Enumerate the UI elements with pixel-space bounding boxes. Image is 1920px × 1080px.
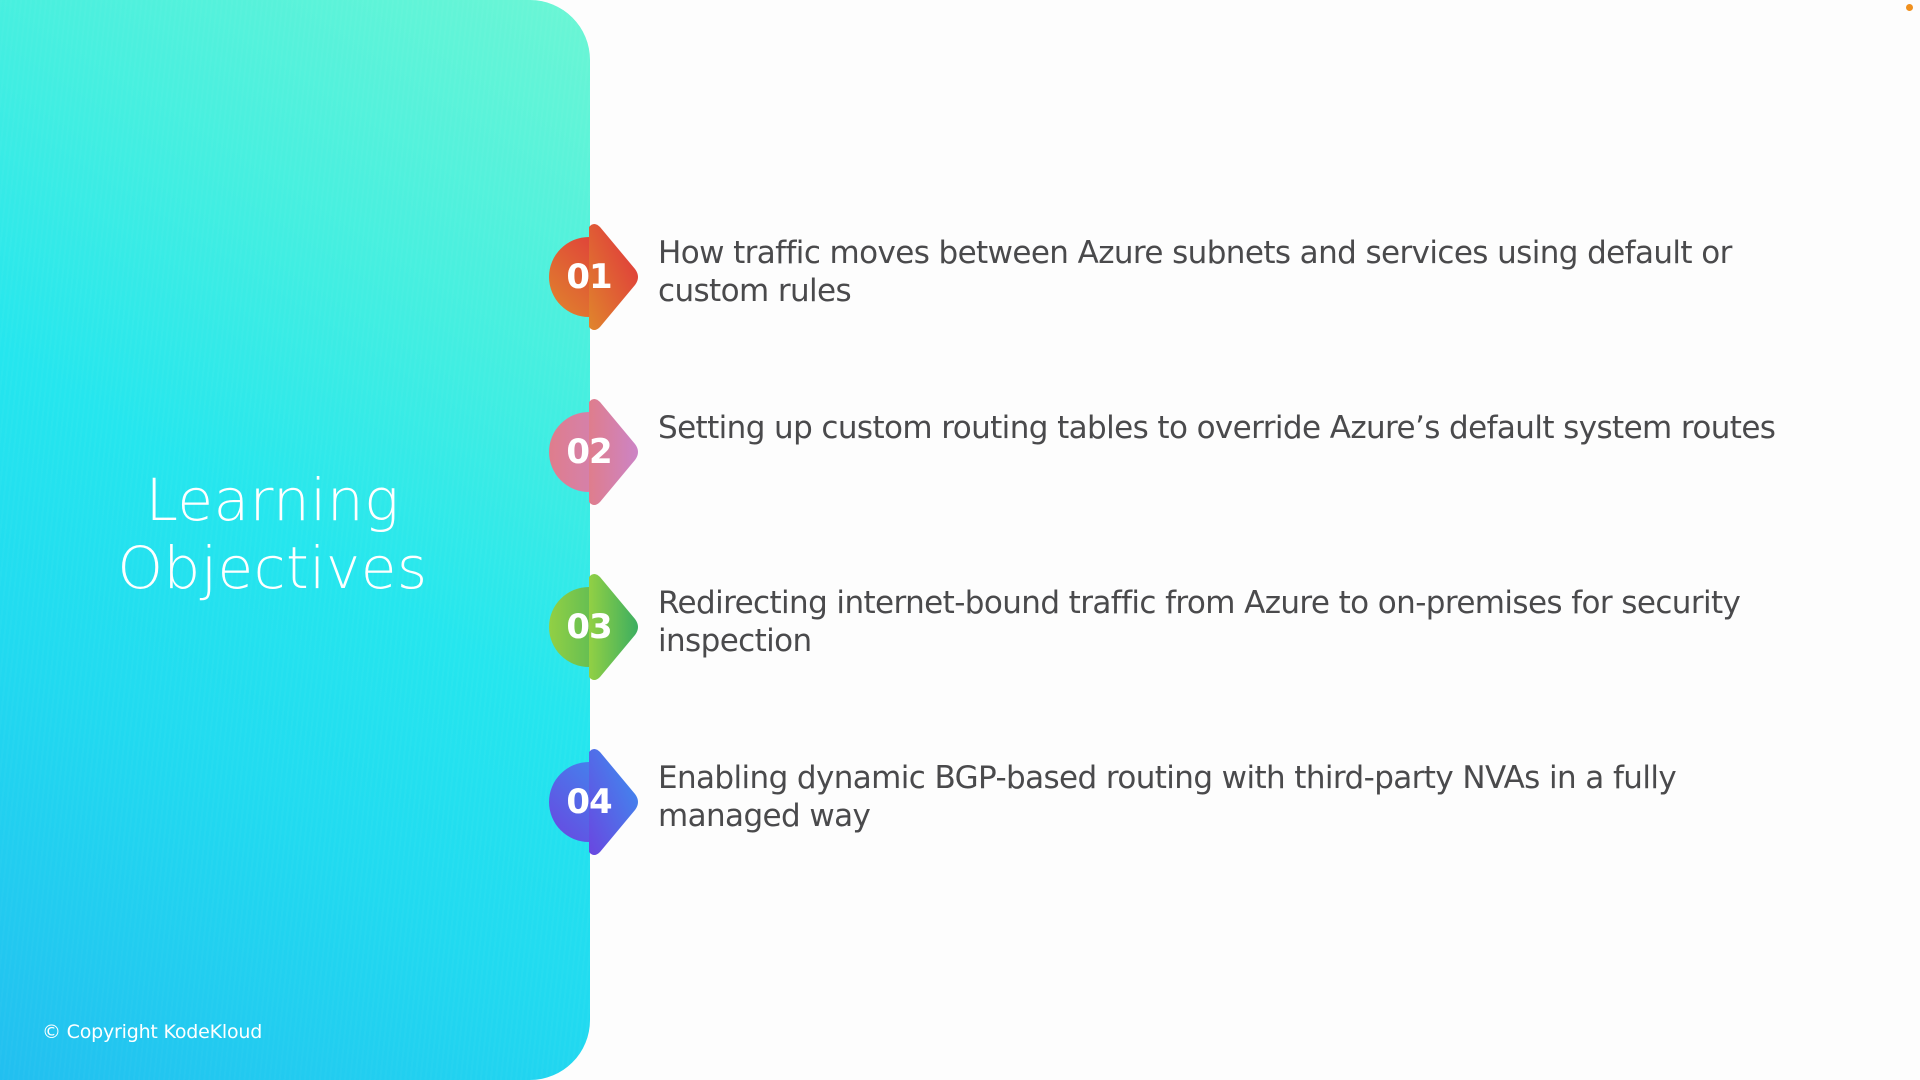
objective-text: How traffic moves between Azure subnets … bbox=[658, 235, 1732, 309]
number-badge-icon: 03 bbox=[547, 567, 641, 687]
badge-number: 02 bbox=[566, 432, 612, 472]
badge-number: 03 bbox=[566, 607, 612, 647]
objective-item-4: 04 Enabling dynamic BGP-based routing wi… bbox=[545, 742, 1845, 862]
objective-text: Setting up custom routing tables to over… bbox=[658, 410, 1776, 446]
number-badge-icon: 01 bbox=[547, 217, 641, 337]
badge-number: 04 bbox=[566, 782, 612, 822]
arrow-badge-shape-icon bbox=[549, 399, 638, 505]
arrow-badge-shape-icon bbox=[549, 574, 638, 680]
slide-title-line-2: Objectives bbox=[117, 534, 428, 602]
number-badge-icon: 02 bbox=[547, 392, 641, 512]
objective-text: Redirecting internet-bound traffic from … bbox=[658, 585, 1741, 659]
slide-title-line-1: Learning bbox=[145, 466, 400, 534]
objective-item-2: 02 Setting up custom routing tables to o… bbox=[545, 392, 1845, 512]
objective-text: Enabling dynamic BGP-based routing with … bbox=[658, 760, 1677, 834]
copyright-notice: © Copyright KodeKloud bbox=[42, 1021, 263, 1043]
title-panel bbox=[0, 0, 590, 1080]
arrow-badge-shape-icon bbox=[549, 224, 638, 330]
badge-number: 01 bbox=[566, 257, 612, 297]
corner-dot-icon bbox=[1906, 4, 1913, 11]
number-badge-icon: 04 bbox=[547, 742, 641, 862]
slide-title: Learning Objectives bbox=[0, 466, 545, 602]
objective-item-3: 03 Redirecting internet-bound traffic fr… bbox=[545, 567, 1845, 687]
objective-item-1: 01 How traffic moves between Azure subne… bbox=[545, 217, 1845, 337]
arrow-badge-shape-icon bbox=[549, 749, 638, 855]
